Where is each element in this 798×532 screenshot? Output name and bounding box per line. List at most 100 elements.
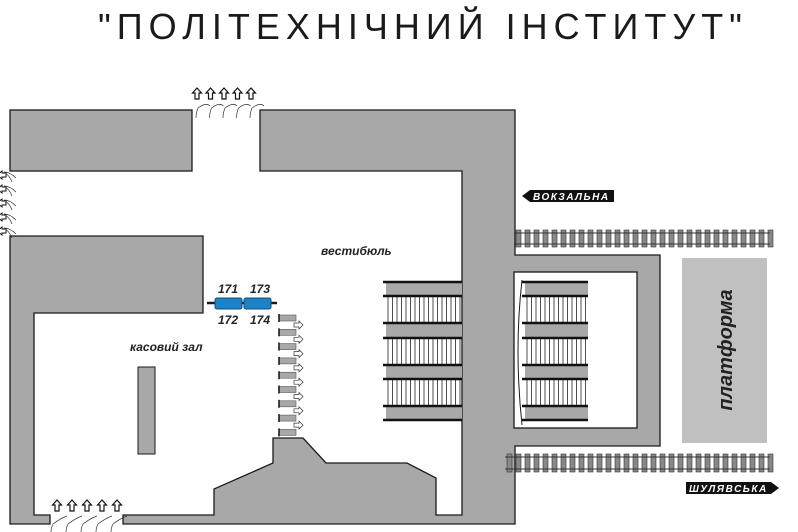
rail-sleeper	[722, 229, 729, 248]
rail-sleeper	[677, 453, 684, 473]
direction-shuliavska: ШУЛЯВСЬКА	[686, 482, 779, 495]
rail-sleeper	[695, 229, 702, 248]
arrow-up-icon	[231, 87, 244, 100]
rail-sleeper	[749, 453, 756, 473]
door	[195, 104, 211, 119]
station-title: "ПОЛІТЕХНІЧНИЙ ІНСТИТУТ"	[98, 6, 748, 47]
exit-gate	[278, 386, 297, 393]
rail-sleeper	[767, 229, 774, 248]
turnstile-number: 172	[218, 313, 238, 327]
rail-sleeper	[560, 229, 567, 248]
exit-gate	[278, 371, 297, 379]
arrow-right-icon	[293, 363, 304, 373]
escalator-landing	[386, 282, 462, 296]
escalator-hall	[513, 271, 638, 429]
rail-sleeper	[623, 229, 630, 248]
rail-sleeper	[668, 229, 675, 248]
rail-sleeper	[722, 453, 729, 473]
turnstile-173-174[interactable]	[243, 297, 272, 310]
escalator-landing	[525, 282, 588, 296]
rail-sleeper	[578, 229, 585, 248]
exit-gate	[278, 343, 297, 350]
rail-sleeper	[677, 229, 684, 248]
arrow-right-icon	[293, 334, 304, 345]
door	[3, 185, 17, 197]
door	[236, 104, 251, 119]
door	[3, 227, 17, 239]
arrow-up-icon	[66, 499, 78, 512]
rail-sleeper	[650, 229, 657, 248]
turnstile-number: 171	[218, 282, 238, 296]
rail-sleeper	[587, 453, 594, 473]
rail-sleeper	[731, 229, 738, 248]
rail-sleeper	[569, 453, 576, 473]
platform	[682, 258, 767, 443]
exit-gate	[278, 429, 297, 436]
vestibule-label: вестибюль	[321, 244, 392, 258]
rail-sleeper	[596, 453, 603, 473]
rail-sleeper	[614, 229, 621, 248]
escalator-bank	[522, 280, 588, 422]
arrow-up-icon	[51, 499, 63, 512]
exit-gate	[278, 400, 297, 408]
rail-sleeper	[686, 453, 693, 473]
escalator-landing	[386, 406, 462, 420]
rail-sleeper	[686, 229, 693, 248]
rail-sleeper	[542, 453, 549, 473]
arrow-left-icon	[0, 183, 7, 195]
arrow-right-icon	[293, 391, 304, 402]
rail-sleeper	[632, 453, 639, 473]
wall-block-left	[9, 235, 204, 525]
arrow-left-icon	[0, 197, 7, 209]
arrow-right-icon	[293, 405, 304, 416]
rail-sleeper	[695, 453, 702, 473]
arrow-right-icon	[293, 420, 304, 430]
escalator-bank	[383, 280, 462, 422]
rail-sleeper	[533, 229, 540, 248]
wall-block-top-left	[9, 109, 193, 172]
arrow-right-icon	[293, 377, 304, 388]
rail-sleeper	[668, 453, 675, 473]
rail-sleeper	[659, 229, 666, 248]
escalator-landing	[386, 323, 462, 338]
rail-sleeper	[587, 229, 594, 248]
rail-sleeper	[659, 453, 666, 473]
direction-vokzalna-label: ВОКЗАЛЬНА	[533, 192, 610, 203]
escalator-landing	[525, 365, 588, 379]
rail-sleeper	[614, 453, 621, 473]
door	[80, 515, 98, 532]
arrow-up-icon	[191, 87, 203, 100]
rail-sleeper	[758, 453, 765, 473]
rail-sleeper	[596, 229, 603, 248]
exit-gate	[278, 357, 297, 365]
rail-track	[505, 453, 774, 473]
platform-label: платформа	[715, 289, 737, 410]
arrow-up-icon	[218, 87, 230, 100]
escalator-landing	[525, 323, 588, 338]
rail-sleeper	[713, 229, 720, 248]
rail-sleeper	[641, 229, 648, 248]
rail-sleeper	[650, 453, 657, 473]
rail-sleeper	[560, 453, 567, 473]
rail-sleeper	[551, 229, 558, 248]
arrow-right-icon	[293, 320, 304, 330]
escalator-edge	[517, 279, 523, 426]
ticket-hall-label: касовий зал	[130, 340, 203, 354]
rail-sleeper	[731, 453, 738, 473]
rail-sleeper	[704, 229, 711, 248]
direction-vokzalna: ВОКЗАЛЬНА	[522, 190, 614, 203]
ticket-counter	[137, 366, 156, 455]
door	[249, 104, 265, 119]
turnstile-number: 174	[250, 313, 270, 327]
door	[50, 515, 68, 532]
arrow-left-icon	[0, 225, 7, 237]
arrow-up-icon	[96, 499, 108, 512]
door	[65, 515, 83, 532]
rail-sleeper	[515, 229, 522, 248]
door	[209, 104, 224, 119]
rail-sleeper	[569, 229, 576, 248]
rail-sleeper	[524, 453, 531, 473]
turnstile-171-172[interactable]	[214, 297, 243, 310]
arrow-up-icon	[245, 87, 257, 100]
